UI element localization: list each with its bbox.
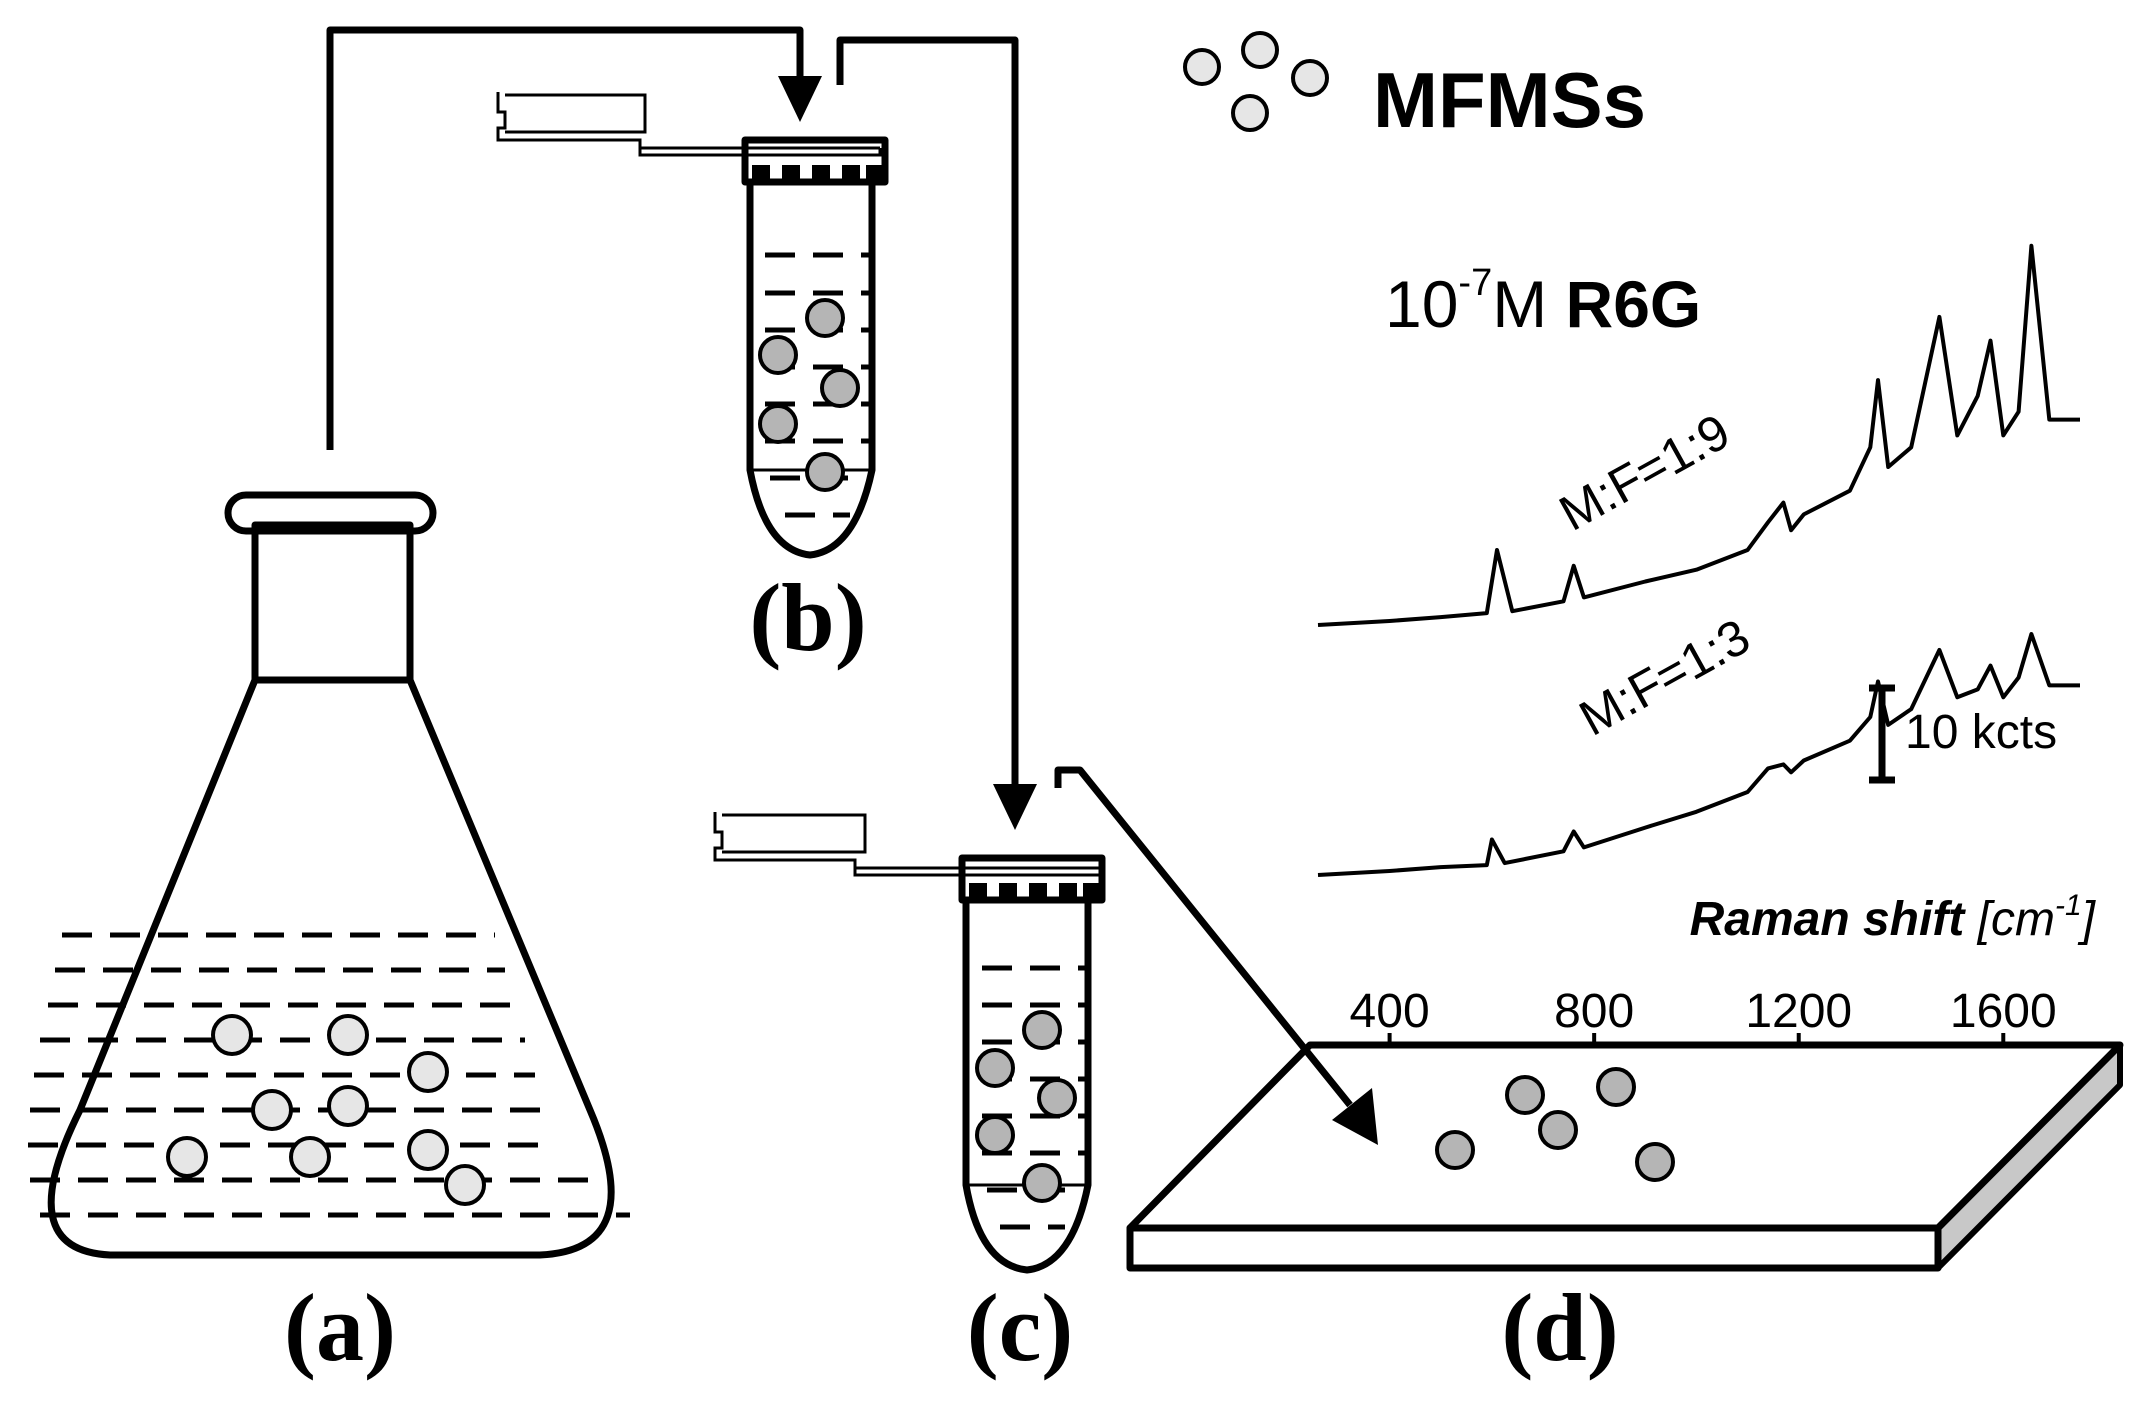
particle [1596,1067,1636,1107]
axis-title-unit: [cm [1977,893,2055,946]
flask-particles [166,1014,486,1206]
legend-particles-icon [1183,31,1329,132]
particle [211,1014,253,1056]
particle [1635,1142,1675,1182]
tube-c: (c) [713,812,1106,1381]
arrowhead [778,76,822,122]
axis-title-main: Raman shift [1690,893,1967,946]
concentration-unit: M [1492,267,1547,341]
particle [1538,1110,1578,1150]
particle [444,1164,486,1206]
raman-spectrum: 10-7M R6G M:F=1:9 M:F=1:3 10 kcts Raman … [1317,243,2097,1045]
particle [975,1048,1015,1088]
particle [1037,1078,1077,1118]
arrow-b-to-c [836,36,1037,830]
particle [327,1014,369,1056]
particle [805,298,845,338]
particle [758,404,798,444]
particle [975,1115,1015,1155]
particle [758,335,798,375]
particle [251,1089,293,1131]
particle-legend: MFMSs [1183,31,1646,144]
label-d: (d) [1501,1274,1618,1381]
analyte-name: R6G [1566,267,1702,341]
tube-body [962,896,1092,1274]
flask-neck [251,521,414,684]
arrowhead [1332,1088,1378,1145]
concentration-base: 10 [1385,267,1458,341]
concentration-exponent: -7 [1458,262,1492,304]
particle [407,1129,449,1171]
spectrum-trace [1317,632,2080,877]
particle [166,1136,208,1178]
concentration-label: 10-7M R6G [1385,262,1701,341]
arrowhead [993,784,1037,830]
particle [805,452,845,492]
particle [1505,1075,1545,1115]
label-b: (b) [749,564,866,671]
label-c: (c) [967,1274,1074,1381]
tube-cap-grip [969,883,1099,900]
tube-lid-hinge [496,92,882,157]
tube-cap-grip [752,165,882,182]
scale-bar-label: 10 kcts [1905,706,2057,759]
tube-b-particles [758,298,860,492]
substrate-d: (d) [1126,1041,2124,1381]
x-axis-ticks: 400 800 1200 1600 [1350,985,2057,1045]
spectra-traces [1317,243,2080,877]
label-a: (a) [284,1274,396,1381]
x-tick-label: 1200 [1745,985,1852,1038]
particle [407,1051,449,1093]
particle [289,1136,331,1178]
axis-title: Raman shift [cm-1] [1690,889,2097,946]
x-tick-label: 800 [1554,985,1634,1038]
tube-body [746,178,876,559]
axis-title-unit-close: ] [2078,893,2097,946]
substrate-front [1126,1224,1942,1272]
particle [1435,1130,1475,1170]
tube-c-particles [975,1010,1077,1203]
scale-bar: 10 kcts [1869,684,2057,784]
axis-title-unit-exp: -1 [2055,889,2082,922]
spectrum-trace [1317,243,2080,627]
series-label-1-3: M:F=1:3 [1570,608,1759,747]
tube-b: (b) [496,92,889,671]
substrate-particles [1435,1067,1675,1182]
arrow-c-to-d [1054,766,1378,1145]
substrate-side [1935,1042,2123,1271]
particle [1022,1163,1062,1203]
particle [1022,1010,1062,1050]
x-tick-label: 1600 [1950,985,2057,1038]
series-label-1-9: M:F=1:9 [1550,403,1739,542]
arrow-a-to-b [326,26,822,450]
x-tick-label: 400 [1350,985,1430,1038]
tube-lid-hinge [713,812,1102,877]
particle [820,368,860,408]
flask-body [47,676,615,1259]
particle [327,1085,369,1127]
flask-a: (a) [28,491,630,1381]
legend-label: MFMSs [1373,56,1646,144]
flask-rim [224,491,437,535]
